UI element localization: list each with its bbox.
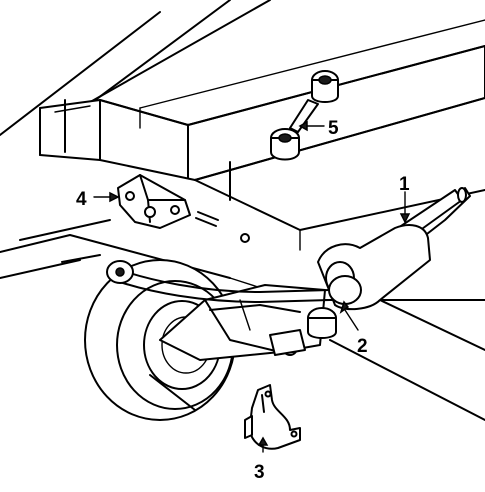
callout-4: 4 [76,189,87,210]
frame-bracket [117,174,250,243]
frame-rail [0,0,485,251]
stabilizer-end-link [270,70,339,161]
stabilizer-bar [106,187,471,311]
callout-5: 5 [328,118,339,139]
leader-lines [93,120,411,453]
callout-2: 2 [357,336,368,357]
callout-3: 3 [254,462,265,483]
callout-1: 1 [399,174,410,195]
stabilizer-clamp [244,384,301,450]
stabilizer-bushing [307,307,337,339]
